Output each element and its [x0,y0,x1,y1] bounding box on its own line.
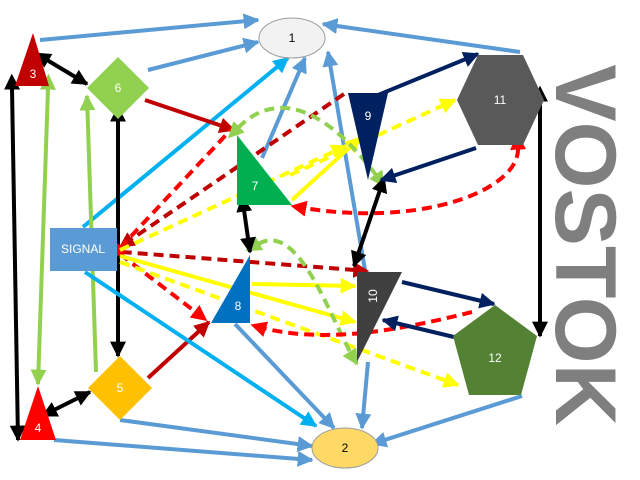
edge-n5-n2 [119,418,314,452]
node-n3: 3 [15,33,49,86]
node-shape-n8 [211,255,250,323]
node-label-n5: 5 [117,381,124,395]
node-shape-n9 [348,93,388,180]
node-label-n6: 6 [115,81,122,95]
node-n7: 7 [237,135,292,205]
node-shape-n2 [311,427,379,469]
edge-n3-n6 [34,52,89,86]
node-label-signal: SIGNAL [61,242,105,256]
node-label-n8: 8 [235,299,242,313]
node-label-n12: 12 [488,351,502,365]
edge-n12-n10 [381,315,455,339]
edges-layer [4,13,548,467]
vostok-title: VOSTOK [537,64,633,426]
edge-n9-n10 [351,176,388,268]
node-n10: 10 [357,272,402,362]
edge-n3-n1 [39,13,260,42]
edge-n7-n11 [289,98,457,177]
edge-n11-n1 [321,18,521,54]
node-n5: 5 [88,356,152,420]
edge-n3-n4 [4,73,26,442]
node-shape-n11 [457,55,544,145]
edge-n6-n1 [147,37,260,72]
node-shape-n5 [88,356,152,420]
edge-n10-n2 [355,361,372,430]
node-n12: 12 [453,305,537,395]
node-n11: 11 [457,55,544,145]
node-shape-n7 [237,135,292,205]
edge-n4-n5 [41,390,92,417]
edge-n4-n2 [53,438,314,467]
node-label-n2: 2 [342,441,349,455]
node-shape-n10 [357,272,402,362]
edge-signal-n7 [110,118,242,259]
edge-n10-n12 [401,280,496,309]
node-n6: 6 [87,57,149,119]
edge-n7-n8 [236,195,256,254]
node-label-n11: 11 [494,93,507,107]
node-label-n10: 10 [366,289,380,303]
node-signal: SIGNAL [50,228,117,271]
edge-n8-n10 [251,277,357,294]
edge-n11-n9 [379,146,477,183]
node-label-n4: 4 [35,421,42,435]
edge-n8-n10 [245,236,359,366]
edge-signal-n9 [119,144,348,252]
node-shape-n3 [15,33,49,86]
edge-n9-n11 [377,52,480,97]
node-label-n3: 3 [30,67,37,81]
edge-n11-n7 [290,133,527,217]
edge-n12-n2 [370,394,523,448]
edge-signal-n2 [83,270,318,428]
node-n4: 4 [20,386,56,440]
node-shape-n12 [453,305,537,395]
node-shape-n6 [87,57,149,119]
node-n1: 1 [258,17,326,59]
node-label-n7: 7 [252,179,259,193]
edge-n3-n4 [30,73,56,386]
node-n8: 8 [211,255,250,323]
node-shape-signal [50,228,117,271]
edge-signal-n12 [119,260,460,388]
node-label-n9: 9 [365,109,372,123]
edge-n6-n7 [144,98,236,133]
node-n9: 9 [348,93,388,180]
node-shape-n1 [258,17,326,59]
node-label-n1: 1 [289,31,296,45]
node-shape-n4 [20,386,56,440]
edge-n8-n2 [233,322,336,430]
edge-signal-n8 [118,252,208,322]
edge-n5-n8 [146,320,211,380]
node-n2: 2 [311,427,379,469]
